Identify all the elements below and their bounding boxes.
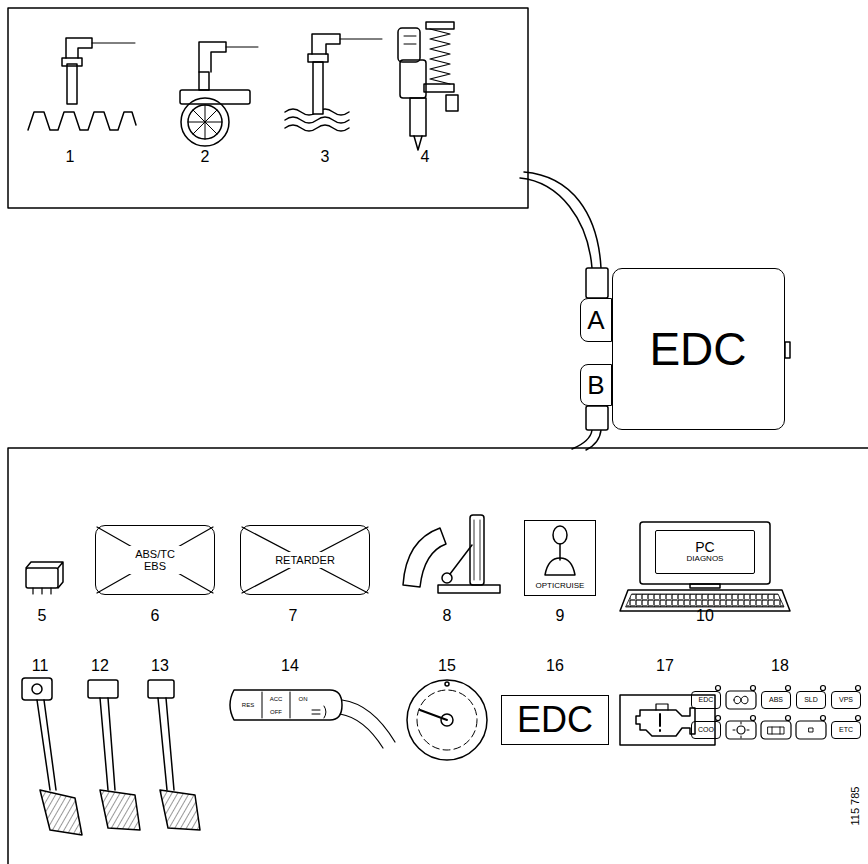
pedal (88, 680, 140, 830)
callout-number: 14 (281, 658, 299, 674)
pedal (148, 680, 200, 830)
node-text: VPS (839, 696, 853, 704)
figure-number: 115 785 (850, 787, 861, 826)
accelerator-actuator (403, 515, 500, 593)
callout-number: 17 (656, 658, 674, 674)
callout-number: 11 (32, 658, 49, 674)
callout-number: 5 (38, 608, 47, 624)
callout-number: 15 (438, 658, 456, 674)
callout-number: 8 (443, 608, 452, 624)
control-unit: EDC (612, 268, 785, 430)
node-text: PC (695, 540, 714, 555)
node-text: B (587, 371, 604, 400)
connector-a: A (580, 298, 612, 342)
node-text: ABS/TC EBS (128, 546, 182, 574)
unit-injector (398, 22, 458, 150)
callout-number: 3 (321, 149, 330, 165)
node-text: EDC (517, 700, 593, 740)
callout-number: 16 (546, 658, 564, 674)
warning-lamp: EDC (691, 691, 721, 709)
node-text: DIAGNOS (687, 555, 724, 564)
connector-b: B (580, 364, 612, 406)
node-text: OPTICRUISE (536, 582, 585, 591)
box-cross (242, 527, 368, 593)
cable (524, 172, 601, 268)
callout-number: 4 (421, 149, 430, 165)
node-text: SLD (804, 696, 818, 704)
callout-number: 7 (289, 608, 298, 624)
switch-text: ON (299, 696, 308, 702)
warning-lamp: ETC (831, 721, 861, 739)
warning-lamp: VPS (831, 691, 861, 709)
callout-number: 1 (66, 149, 75, 165)
node-text: A (587, 306, 604, 335)
callout-number: 10 (696, 608, 714, 624)
relay (26, 562, 63, 594)
node-text: ABS (769, 696, 783, 704)
gear-lever (545, 526, 575, 575)
system-box: RETARDER (240, 525, 370, 595)
cable (520, 178, 592, 268)
callout-number: 12 (91, 658, 109, 674)
callout-number: 9 (556, 608, 565, 624)
sensor-panel (8, 8, 528, 208)
node-text: RETARDER (272, 552, 338, 568)
unit-nub (785, 342, 790, 358)
switch-text: OFF (270, 709, 282, 715)
gauge (407, 680, 487, 760)
callout-number: 18 (771, 658, 789, 674)
speed-sensor (28, 38, 136, 130)
callout-number: 13 (151, 658, 169, 674)
switch-text: RES (242, 702, 254, 708)
pc-screen: PCDIAGNOS (655, 530, 755, 574)
warning-lamp (716, 686, 861, 740)
warning-lamp: ABS (761, 691, 791, 709)
warning-lamp: COO (691, 721, 721, 739)
pc (620, 522, 790, 611)
connector-plug (586, 406, 608, 430)
callout-number: 6 (151, 608, 160, 624)
node-text: ETC (839, 726, 853, 734)
callout-number: 2 (201, 149, 210, 165)
node-text: COO (698, 726, 714, 734)
gearbox-box: OPTICRUISE (524, 520, 596, 596)
boost-sensor (180, 42, 258, 146)
edc-lamp: EDC (501, 695, 609, 745)
cable (572, 430, 592, 449)
switch-text: ACC (270, 696, 283, 702)
node-text: EDC (699, 696, 714, 704)
connector-plug (586, 268, 608, 298)
pedal (22, 678, 82, 835)
cruise-stalk (230, 690, 395, 748)
system-box: ABS/TC EBS (95, 525, 215, 595)
cable (586, 430, 601, 450)
node-text: EDC (649, 324, 746, 375)
box-cross (97, 527, 213, 593)
engine-warning-lamp (620, 695, 715, 745)
device-panel (8, 448, 868, 864)
warning-lamp: SLD (796, 691, 826, 709)
temperature-sensor (285, 34, 382, 131)
